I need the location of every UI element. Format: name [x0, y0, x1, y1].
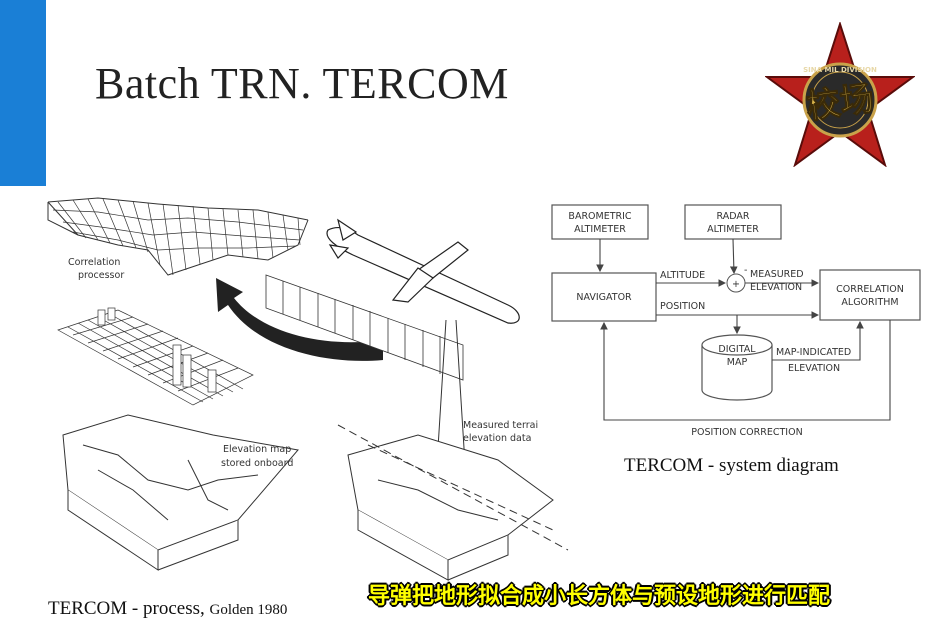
barometric-label-1: BAROMETRIC: [568, 211, 631, 222]
elevation-grid: [58, 308, 253, 405]
plus-sign: +: [732, 279, 740, 290]
measured-elevation-1: MEASURED: [750, 269, 804, 280]
measured-elevation-2: ELEVATION: [750, 282, 802, 293]
measured-terrain: [338, 425, 568, 580]
correlation-label-2: ALGORITHM: [841, 297, 898, 308]
correlation-surface: Correlation processor: [48, 198, 308, 281]
position-correction-label: POSITION CORRECTION: [691, 427, 802, 438]
position-label: POSITION: [660, 301, 705, 312]
measured-label-line1: Measured terrai: [463, 420, 538, 431]
elevation-label-line1: Elevation map: [223, 444, 291, 455]
accent-bar: [0, 0, 46, 186]
radar-label-1: RADAR: [717, 211, 750, 222]
digital-map-label-2: MAP: [727, 357, 748, 368]
tercom-system-diagram: BAROMETRIC ALTIMETER RADAR ALTIMETER NAV…: [540, 195, 940, 445]
radar-label-2: ALTIMETER: [707, 224, 759, 235]
stored-terrain-map: [63, 415, 298, 570]
map-indicated-2: ELEVATION: [788, 363, 840, 374]
slide-title: Batch TRN. TERCOM: [95, 58, 509, 109]
correlation-algorithm-box: [820, 270, 920, 320]
correlation-label-line1: Correlation: [68, 257, 120, 268]
altitude-label: ALTITUDE: [660, 270, 705, 281]
minus-sign: -: [744, 265, 747, 276]
system-diagram-caption: TERCOM - system diagram: [624, 455, 839, 477]
correlation-label-line2: processor: [78, 270, 124, 281]
process-caption-source: Golden 1980: [209, 602, 287, 618]
star-emblem-logo: SINA MIL DIVISION 校场: [765, 22, 915, 167]
measured-label-line2: elevation data: [463, 433, 531, 444]
digital-map-label-1: DIGITAL: [718, 344, 756, 355]
correlation-label-1: CORRELATION: [836, 284, 904, 295]
navigator-label: NAVIGATOR: [576, 292, 632, 303]
process-caption-main: TERCOM - process,: [48, 598, 205, 619]
map-indicated-1: MAP-INDICATED: [776, 347, 851, 358]
chinese-subtitle: 导弹把地形拟合成小长方体与预设地形进行匹配: [368, 578, 830, 610]
logo-ring-text: SINA MIL DIVISION: [803, 66, 877, 74]
barometric-label-2: ALTIMETER: [574, 224, 626, 235]
process-caption: TERCOM - process, Golden 1980: [48, 598, 287, 620]
tercom-process-figure: Correlation processor Measure: [38, 190, 578, 585]
elevation-label-line2: stored onboard: [221, 458, 293, 469]
